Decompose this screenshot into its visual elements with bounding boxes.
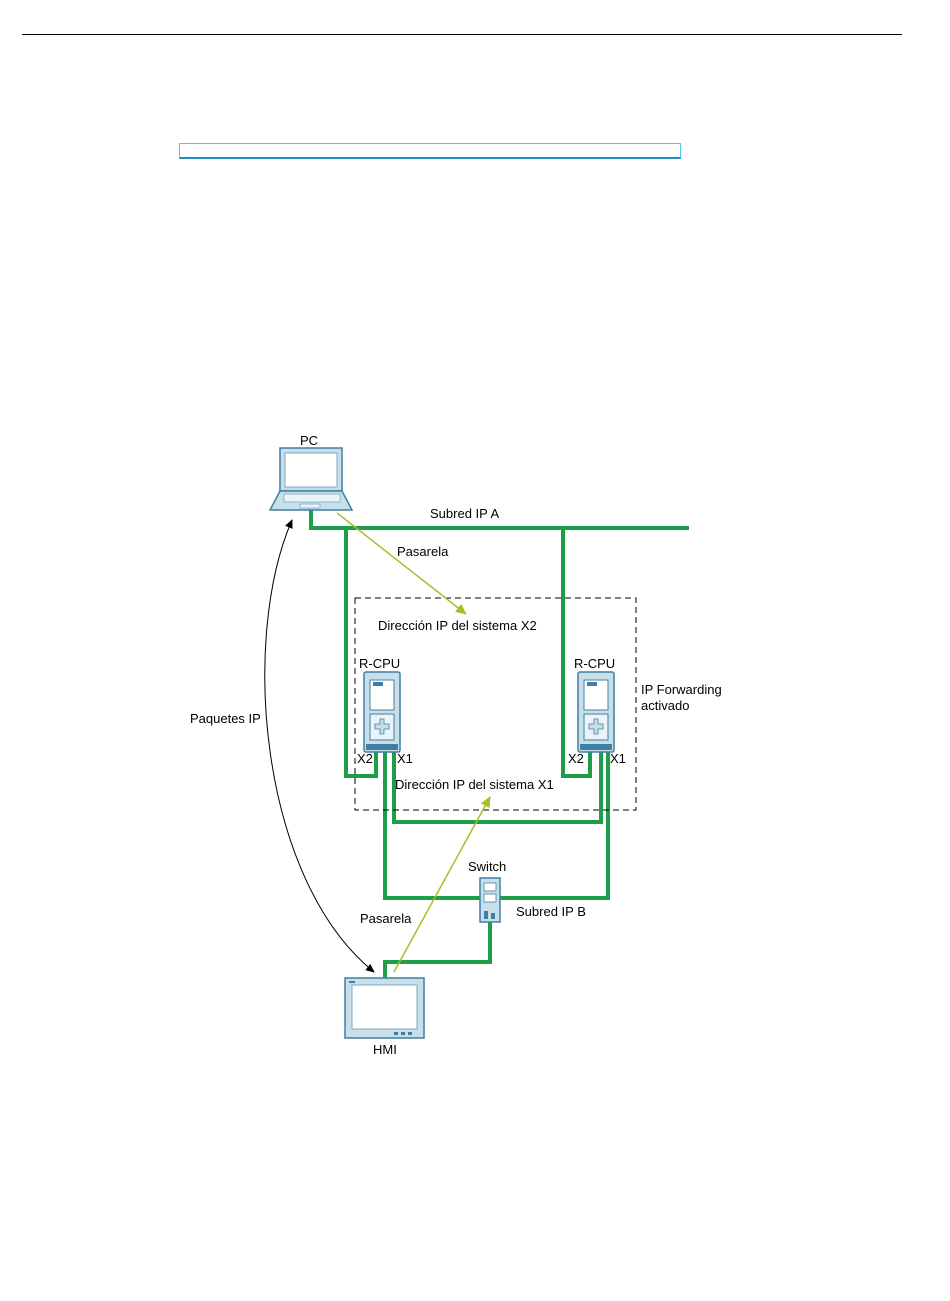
r-cpu-left-label: R-CPU [359,656,400,671]
r-cpu-right-label: R-CPU [574,656,615,671]
subnet-a-label: Subred IP A [430,506,499,521]
hmi-panel-icon [345,978,424,1038]
subnet-b-label: Subred IP B [516,904,586,919]
subnet-b-left [385,752,480,898]
subnet-a-line [311,510,689,528]
pc-laptop-icon [270,448,352,510]
switch-icon [480,878,500,922]
r-cpu-left-icon [364,672,400,752]
right-x1-port-label: X1 [610,751,626,766]
system-ip-x2-label: Dirección IP del sistema X2 [378,618,537,633]
left-x2-port-label: X2 [357,751,373,766]
system-ip-x1-label: Dirección IP del sistema X1 [395,777,554,792]
switch-label: Switch [468,859,506,874]
ip-forwarding-label-1: IP Forwarding [641,682,722,697]
r-cpu-right-icon [578,672,614,752]
gateway-bottom-label: Pasarela [360,911,412,926]
hmi-label: HMI [373,1042,397,1057]
ip-forwarding-label-2: activado [641,698,689,713]
ip-packets-label: Paquetes IP [190,711,261,726]
ip-packets-arrow [265,520,374,972]
right-x2-port-label: X2 [568,751,584,766]
left-x1-port-label: X1 [397,751,413,766]
switch-to-hmi [385,920,490,978]
gateway-top-label: Pasarela [397,544,449,559]
pc-label: PC [300,433,318,448]
